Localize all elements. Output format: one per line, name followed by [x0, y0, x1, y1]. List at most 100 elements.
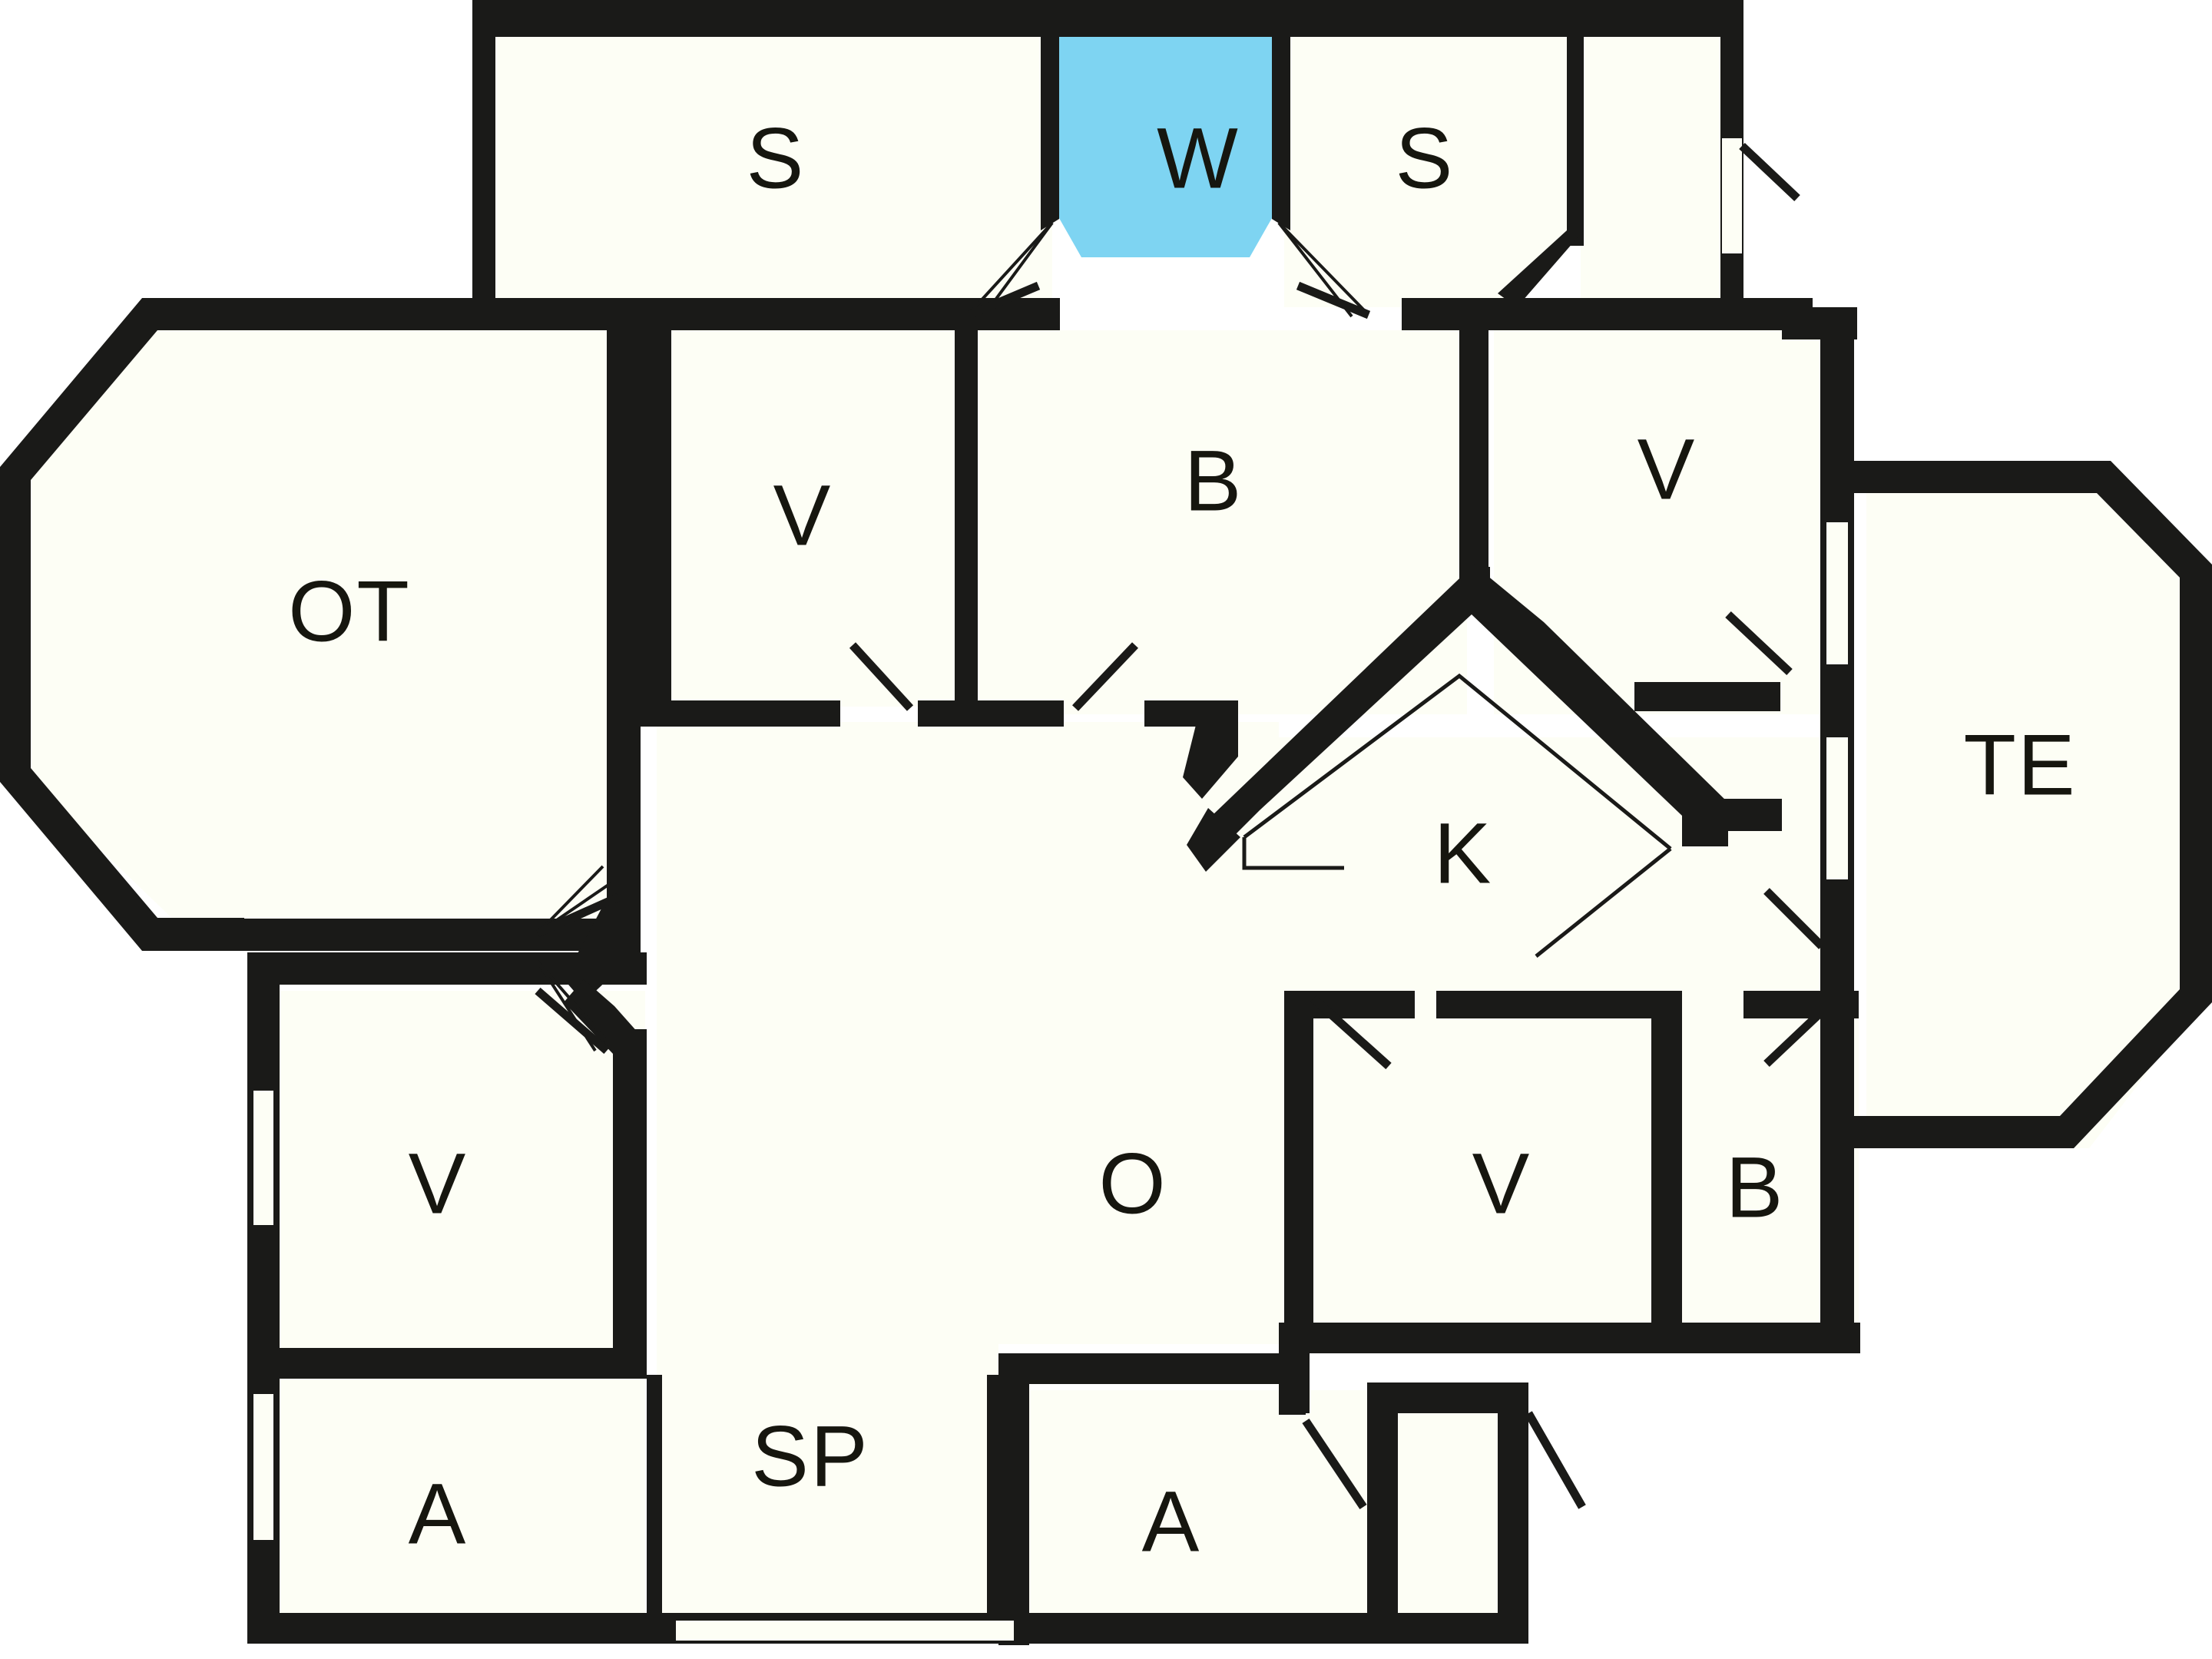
wall-below-v-upper-left-a	[641, 700, 840, 727]
wall-kitchen-chevron-apex	[1459, 567, 1490, 607]
wall-below-v-upper-left-b	[918, 700, 1064, 727]
door-swing-w-right-arc[interactable]	[1277, 221, 1369, 315]
thin-detail-layer	[1242, 673, 1672, 958]
room-area-w-bath-water-chamfer	[1056, 200, 1275, 257]
room-area-v-lower-right	[1310, 1014, 1663, 1348]
door-layer	[535, 143, 1839, 1510]
wall-partition-s-topright	[1567, 35, 1584, 246]
room-area-v-lower-left	[276, 991, 645, 1356]
wall-top-left-vertical	[472, 0, 495, 307]
wall-te-octagon	[1854, 461, 2212, 1148]
wall-living-bottom-right	[998, 1353, 1290, 1384]
wall-kitchen-chevron-right-stub	[1682, 799, 1782, 831]
kitchen-counter-right-return	[1535, 847, 1672, 958]
door-leaf-v-upper-right[interactable]	[1725, 611, 1793, 676]
room-area-a-left	[276, 1375, 645, 1636]
wall-bottom-right-small-right	[1498, 1382, 1528, 1644]
room-label-b-lower: B	[1726, 1140, 1785, 1236]
wall-v-upper-right-bottom-left	[1634, 682, 1780, 711]
room-label-s-top-left: S	[747, 111, 806, 207]
door-leaf-b-hall[interactable]	[1072, 642, 1138, 711]
wall-partition-w-s-right-foot	[1272, 201, 1290, 230]
room-label-ot: OT	[288, 564, 411, 660]
wall-ot-right	[607, 298, 641, 959]
room-label-v-lower-right: V	[1472, 1136, 1532, 1232]
room-area-o-living	[657, 722, 1306, 1375]
wall-bottom-right-small-left	[1367, 1382, 1398, 1644]
room-label-sp: SP	[751, 1409, 869, 1505]
wall-sp-right	[987, 1375, 1002, 1613]
door-leaf-top-right[interactable]	[1739, 143, 1800, 201]
room-area-w-bath-water	[1056, 35, 1275, 211]
wall-v-upper-left-right	[955, 315, 978, 722]
room-label-w-bath: W	[1157, 111, 1240, 207]
room-label-k: K	[1434, 806, 1493, 902]
window-v-lower-left-upper	[253, 1091, 273, 1225]
door-leaf-ot-lower[interactable]	[535, 987, 610, 1055]
wall-v-lower-right-top-a	[1284, 991, 1415, 1018]
room-label-b-hall: B	[1184, 433, 1243, 529]
room-label-a-center: A	[1142, 1474, 1201, 1570]
room-area-te	[1866, 480, 2204, 1148]
window-te-upper	[1826, 522, 1848, 664]
room-label-o-living: O	[1098, 1136, 1167, 1232]
wall-v-lower-right-right	[1651, 991, 1682, 1352]
door-leaf-bottom-right[interactable]	[1525, 1411, 1586, 1509]
room-area-ot-2	[15, 303, 607, 941]
room-label-layer: S W S OT V B V TE K V O V B A SP A	[288, 111, 2076, 1570]
room-area-v-upper-left	[657, 330, 956, 707]
wall-b-hall-right	[1459, 315, 1488, 584]
wall-partition-s-w-left	[1041, 35, 1059, 219]
door-leaf-v-lower-right[interactable]	[1310, 995, 1392, 1070]
wall-b-lower-top	[1743, 991, 1859, 1018]
kitchen-counter-chevron	[1243, 673, 1672, 850]
door-swing-w-left-arc[interactable]	[968, 221, 1054, 315]
wall-partition-s-w-left-foot	[1041, 201, 1059, 230]
wall-under-s-top-right	[1402, 298, 1747, 330]
wall-top-exterior	[472, 0, 1743, 37]
wall-partition-w-s-right	[1272, 35, 1290, 219]
door-swing-ot-upper-a[interactable]	[536, 865, 604, 935]
room-label-v-lower-left: V	[409, 1136, 468, 1232]
window-te-lower	[1826, 737, 1848, 879]
wall-a-center-left	[998, 1353, 1029, 1645]
room-area-sp	[657, 1375, 995, 1644]
wall-v-lower-left-top	[247, 952, 647, 985]
wall-v-lower-left-bottom	[247, 1348, 647, 1379]
door-leaf-ot-upper[interactable]	[535, 892, 621, 938]
door-leaf-te-side[interactable]	[1763, 888, 1825, 949]
room-label-te: TE	[1963, 717, 2076, 813]
wall-partition-s-topright-diag	[1498, 230, 1584, 307]
door-leaf-b-lower[interactable]	[1763, 995, 1839, 1067]
wall-v-lower-right-top-b	[1436, 991, 1674, 1018]
kitchen-counter-left-return	[1242, 837, 1344, 870]
wall-sp-left	[647, 1375, 662, 1613]
room-area-kitchen	[1221, 737, 1851, 1029]
window-a-left	[253, 1394, 273, 1540]
room-label-s-top-right: S	[1396, 111, 1455, 207]
wall-v-upper-left-left	[641, 315, 671, 722]
wall-b-hall-corner-step	[1183, 700, 1238, 799]
wall-kitchen-chevron-left-foot	[1187, 808, 1240, 872]
room-label-v-upper-right: V	[1637, 422, 1697, 518]
window-top-right	[1722, 138, 1742, 253]
door-leaf-corridor-lower[interactable]	[1302, 1418, 1367, 1510]
wall-v-lower-left-right	[613, 1029, 647, 1356]
wall-top-right-corner-return	[1782, 307, 1857, 339]
room-area-s-top-right	[1284, 35, 1571, 307]
wall-kitchen-chevron	[1214, 565, 1728, 856]
room-area-s-top-left	[492, 35, 1052, 300]
room-area-top-right-small	[1581, 35, 1730, 307]
door-leaf-w-right[interactable]	[1296, 281, 1371, 320]
room-fill-layer	[15, 35, 2204, 1644]
window-layer	[253, 138, 1848, 1641]
door-swing-ot-lower-a[interactable]	[536, 960, 608, 1042]
room-label-a-left: A	[409, 1466, 468, 1562]
wall-ot-top	[238, 298, 499, 330]
wall-v-lower-right-left	[1284, 991, 1313, 1352]
door-leaf-w-left[interactable]	[967, 281, 1041, 320]
door-leaf-v-upper-left[interactable]	[849, 642, 914, 711]
